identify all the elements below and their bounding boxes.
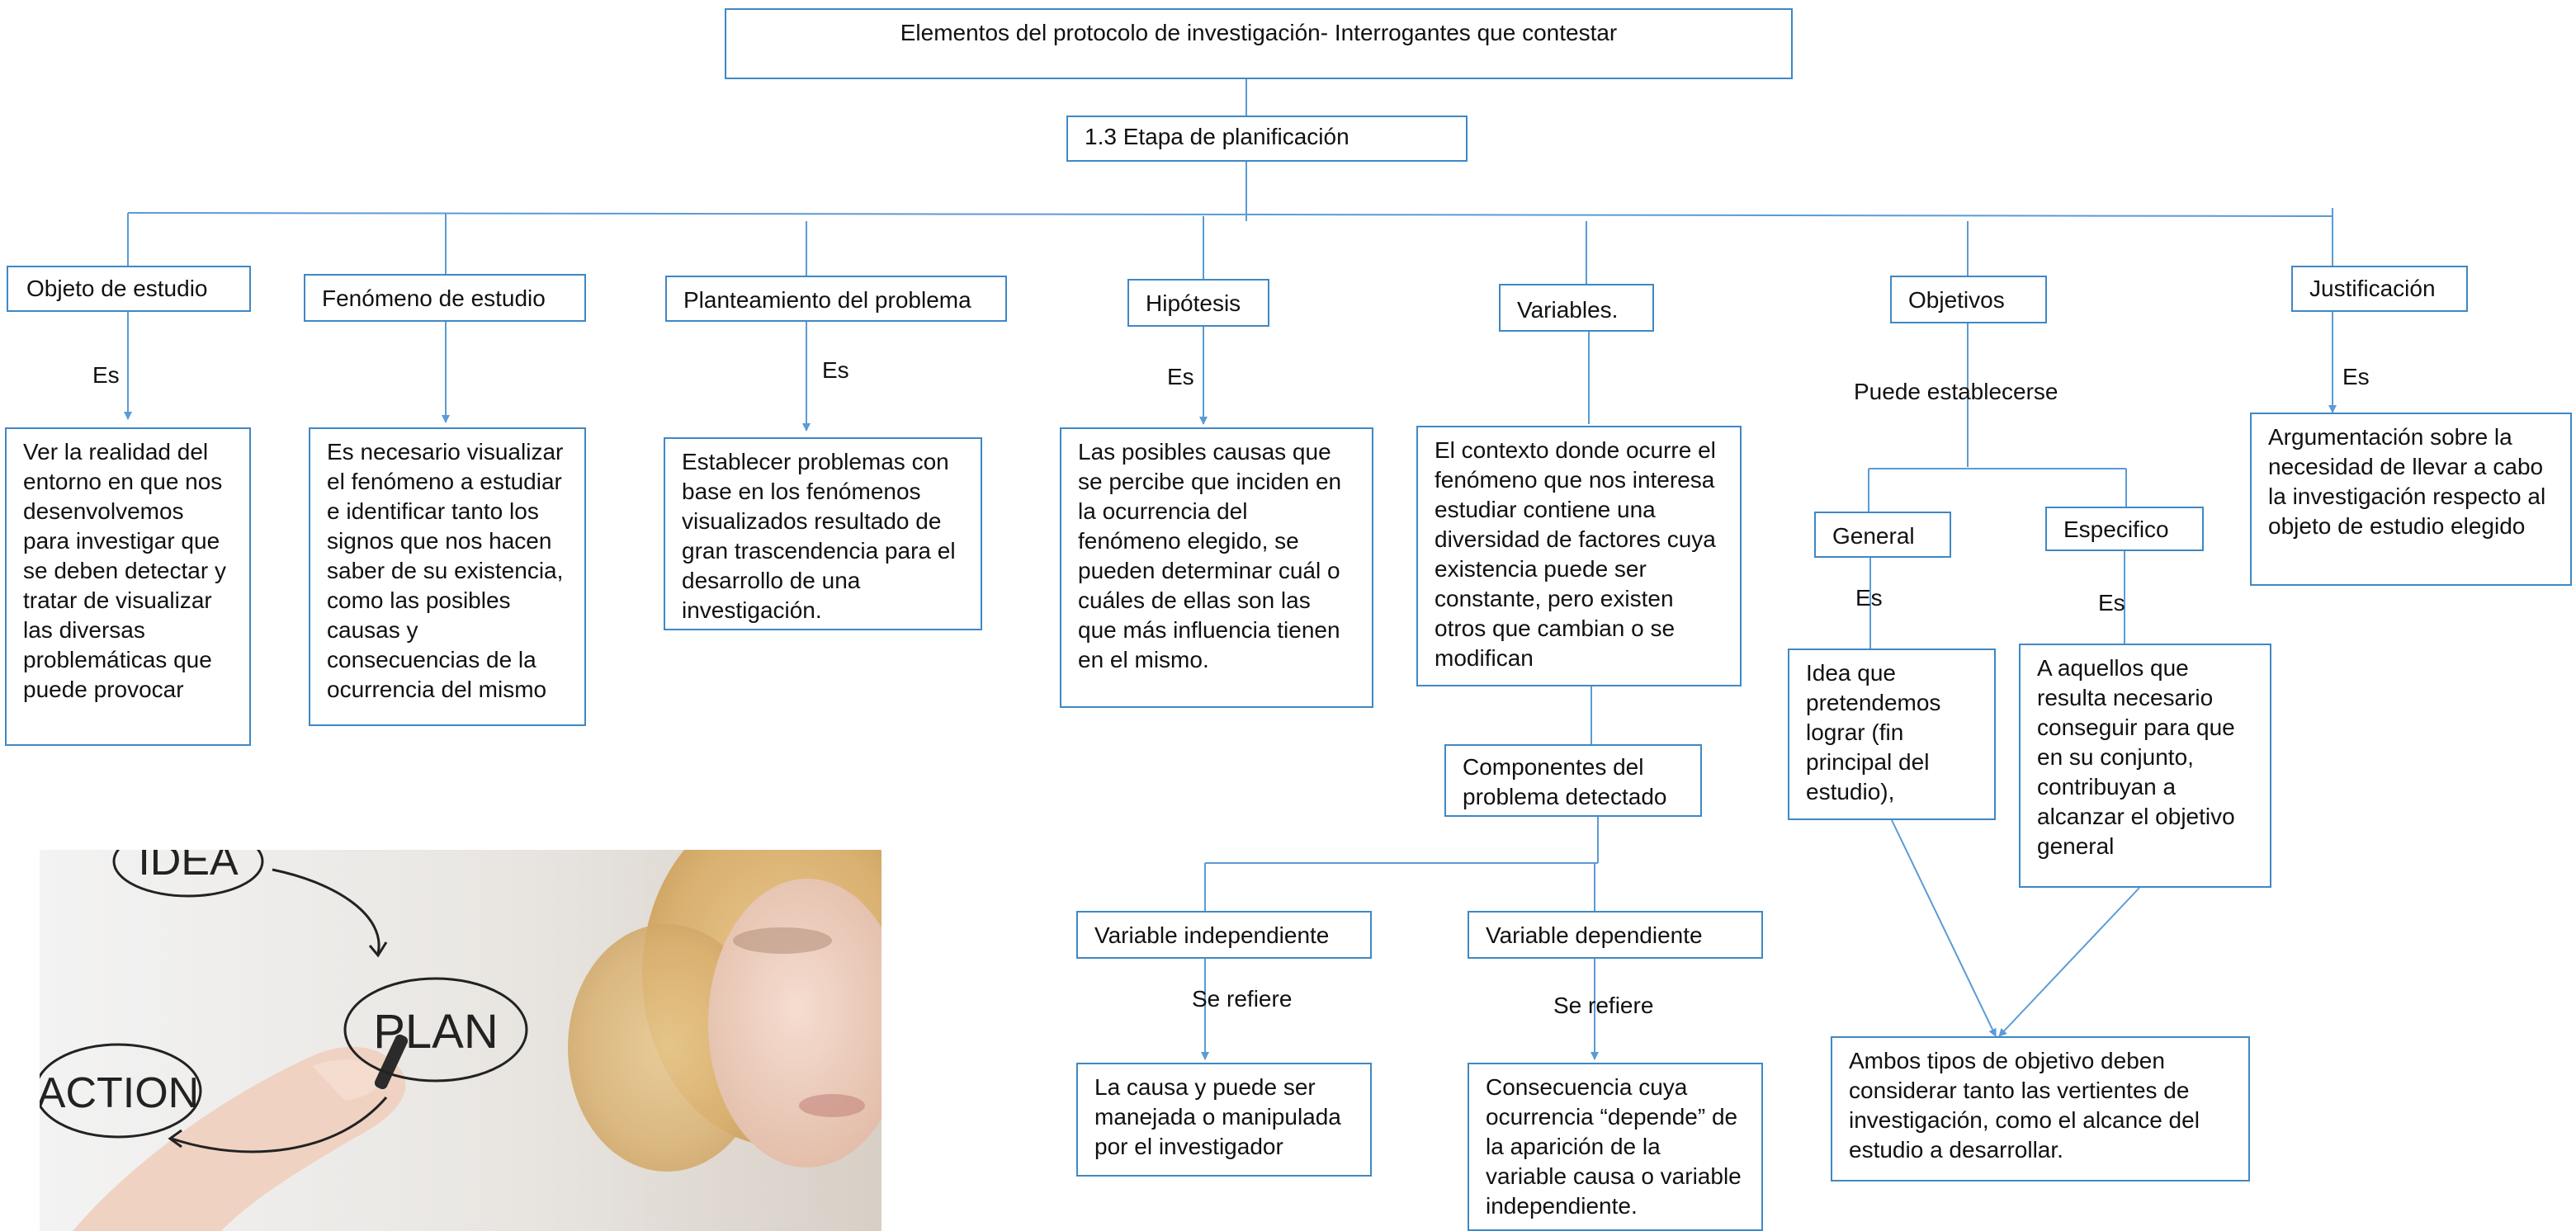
photo-word-action: ACTION: [40, 1069, 199, 1117]
general-body: Idea que pretendemos lograr (fin princip…: [1788, 649, 1996, 820]
objeto-body: Ver la realidad del entorno en que nos d…: [5, 427, 251, 746]
general-link-label: Es: [1855, 585, 1883, 611]
diagram-title: Elementos del protocolo de investigación…: [725, 8, 1793, 79]
photo-word-idea: IDEA: [138, 850, 239, 884]
var-independiente-link-label: Se refiere: [1192, 986, 1293, 1012]
justificacion-head: Justificación: [2291, 266, 2468, 312]
hipotesis-head: Hipótesis: [1127, 279, 1269, 327]
objetivos-link-label: Puede establecerse: [1854, 379, 2058, 404]
fenomeno-body: Es necesario visualizar el fenómeno a es…: [309, 427, 586, 726]
planning-photo: IDEA PLAN ACTION: [40, 850, 882, 1231]
var-dependiente-body: Consecuencia cuya ocurrencia “depende” d…: [1468, 1063, 1763, 1231]
especifico-body: A aquellos que resulta necesario consegu…: [2019, 644, 2271, 888]
var-independiente-body: La causa y puede ser manejada o manipula…: [1076, 1063, 1372, 1177]
variables-head: Variables.: [1499, 284, 1654, 332]
componentes-box: Componentes del problema detectado: [1444, 744, 1702, 817]
objeto-link-label: Es: [92, 362, 120, 388]
objetivos-head: Objetivos: [1890, 276, 2047, 323]
justificacion-body: Argumentación sobre la necesidad de llev…: [2250, 413, 2572, 586]
ambos-objetivos-box: Ambos tipos de objetivo deben considerar…: [1831, 1036, 2250, 1181]
hipotesis-link-label: Es: [1167, 364, 1194, 389]
especifico-head: Especifico: [2045, 507, 2204, 551]
objeto-head: Objeto de estudio: [7, 266, 251, 312]
planteamiento-head: Planteamiento del problema: [665, 276, 1007, 322]
planteamiento-body: Establecer problemas con base en los fen…: [664, 437, 982, 630]
photo-word-plan: PLAN: [373, 1005, 499, 1059]
var-independiente-head: Variable independiente: [1076, 911, 1372, 959]
variables-body: El contexto donde ocurre el fenómeno que…: [1416, 426, 1742, 686]
var-dependiente-link-label: Se refiere: [1553, 993, 1654, 1018]
fenomeno-head: Fenómeno de estudio: [304, 274, 586, 322]
planteamiento-link-label: Es: [822, 357, 849, 383]
general-head: General: [1814, 512, 1951, 558]
especifico-link-label: Es: [2098, 590, 2125, 616]
hipotesis-body: Las posibles causas que se percibe que i…: [1060, 427, 1373, 708]
var-dependiente-head: Variable dependiente: [1468, 911, 1763, 959]
justificacion-link-label: Es: [2342, 364, 2370, 389]
stage-box: 1.3 Etapa de planificación: [1066, 116, 1468, 162]
